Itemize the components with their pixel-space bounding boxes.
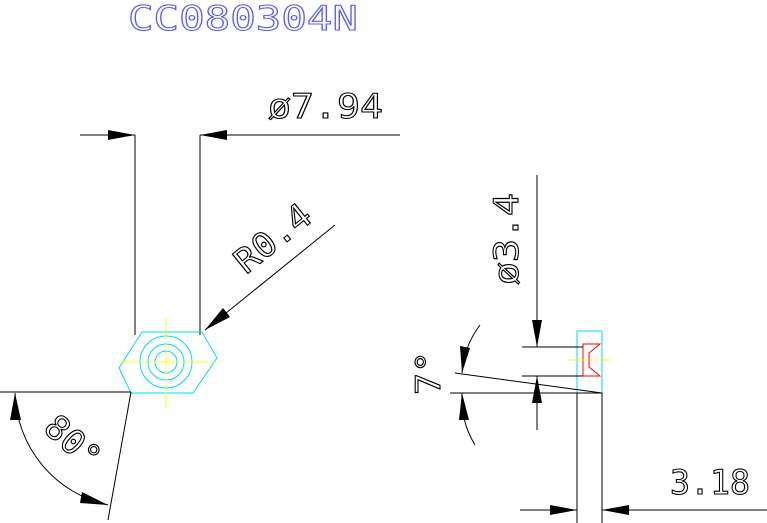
inscribed-circle-label: ø7.94 xyxy=(268,87,383,127)
insert-side-view xyxy=(568,330,610,394)
insert-top-view xyxy=(118,318,222,408)
corner-radius-label: R0.4 xyxy=(226,196,320,282)
part-number-title: CC080304N xyxy=(128,0,358,39)
inscribed-circle-dimension: ø7.94 xyxy=(80,86,400,335)
thickness-dimension: 3.18 xyxy=(520,393,767,523)
hole-diameter-label: ø3.4 xyxy=(487,193,527,285)
clearance-angle-dimension: 7° xyxy=(408,324,603,446)
corner-angle-label: 80° xyxy=(36,407,109,478)
corner-angle-dimension: 80° xyxy=(0,391,132,521)
hole-diameter-dimension: ø3.4 xyxy=(486,175,583,430)
clearance-angle-label: 7° xyxy=(409,351,449,395)
thickness-label: 3.18 xyxy=(670,463,750,503)
corner-radius-dimension: R0.4 xyxy=(204,195,336,331)
